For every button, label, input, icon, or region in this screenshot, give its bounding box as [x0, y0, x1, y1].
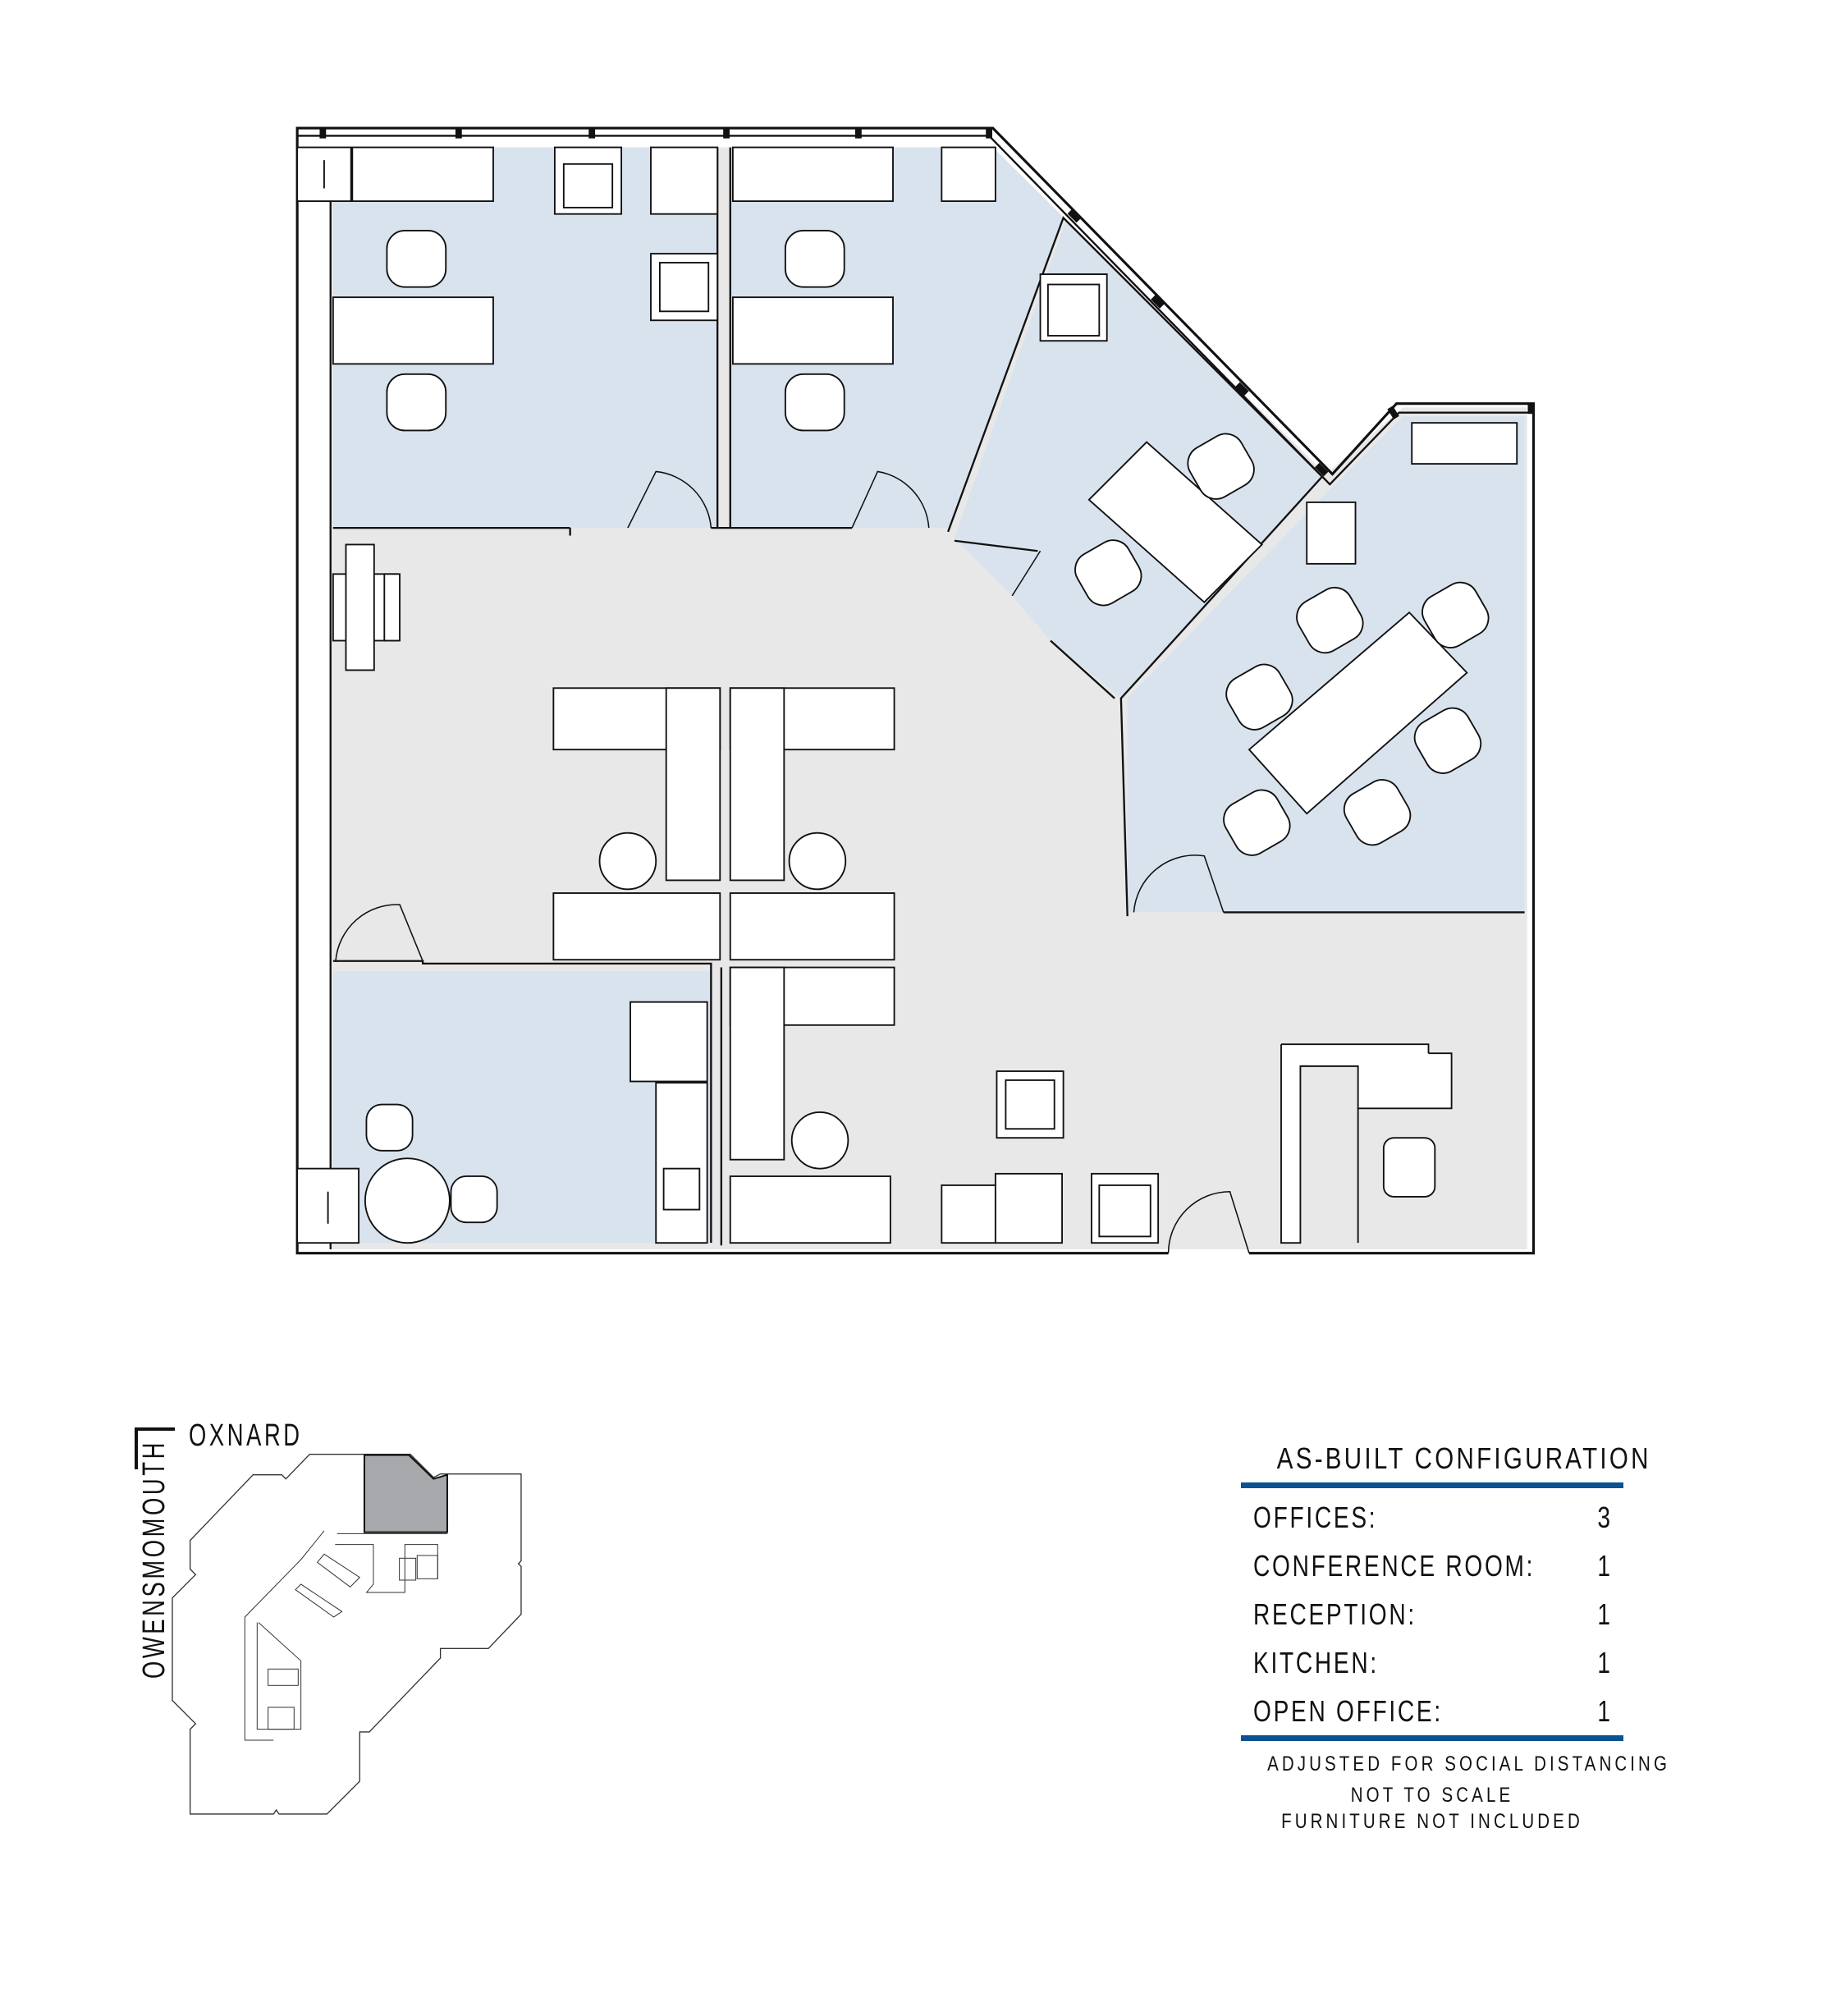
legend-row-value: 1	[1597, 1549, 1610, 1583]
legend-row-value: 1	[1597, 1597, 1610, 1631]
legend-row-value: 1	[1597, 1646, 1610, 1679]
legend-row-label: RECEPTION:	[1253, 1597, 1417, 1631]
north-corner-marker	[135, 1427, 175, 1469]
legend-row-label: OFFICES:	[1253, 1501, 1378, 1534]
legend-row-label: KITCHEN:	[1253, 1646, 1379, 1679]
door-swings	[335, 470, 1250, 1253]
legend-row-value: 1	[1597, 1694, 1610, 1728]
legend-bottom-rule	[1241, 1735, 1623, 1741]
legend-row-label: CONFERENCE ROOM:	[1253, 1549, 1536, 1583]
furniture	[296, 146, 1518, 1244]
legend-top-rule	[1241, 1482, 1623, 1488]
building-core	[244, 1530, 447, 1741]
window-wall	[297, 135, 1534, 486]
legend-row-label: OPEN OFFICE:	[1253, 1694, 1443, 1728]
window-mullions	[319, 128, 1535, 477]
interior-walls	[329, 147, 1525, 1249]
building-outline	[172, 1453, 522, 1815]
note-social-distancing: ADJUSTED FOR SOCIAL DISTANCING	[1267, 1753, 1671, 1775]
exterior-wall	[295, 126, 1536, 1255]
conference-room	[1127, 416, 1525, 913]
note-not-to-scale: NOT TO SCALE	[1350, 1784, 1514, 1807]
key-plan	[135, 1427, 522, 1815]
legend-title: AS-BUILT CONFIGURATION	[1276, 1441, 1651, 1475]
note-furniture: FURNITURE NOT INCLUDED	[1281, 1810, 1583, 1833]
legend-row-value: 3	[1597, 1501, 1610, 1534]
suite-highlight	[363, 1454, 448, 1533]
street-label-owensmouth: OWENSMOMOUTH	[137, 1440, 172, 1679]
street-label-oxnard: OXNARD	[189, 1418, 303, 1453]
